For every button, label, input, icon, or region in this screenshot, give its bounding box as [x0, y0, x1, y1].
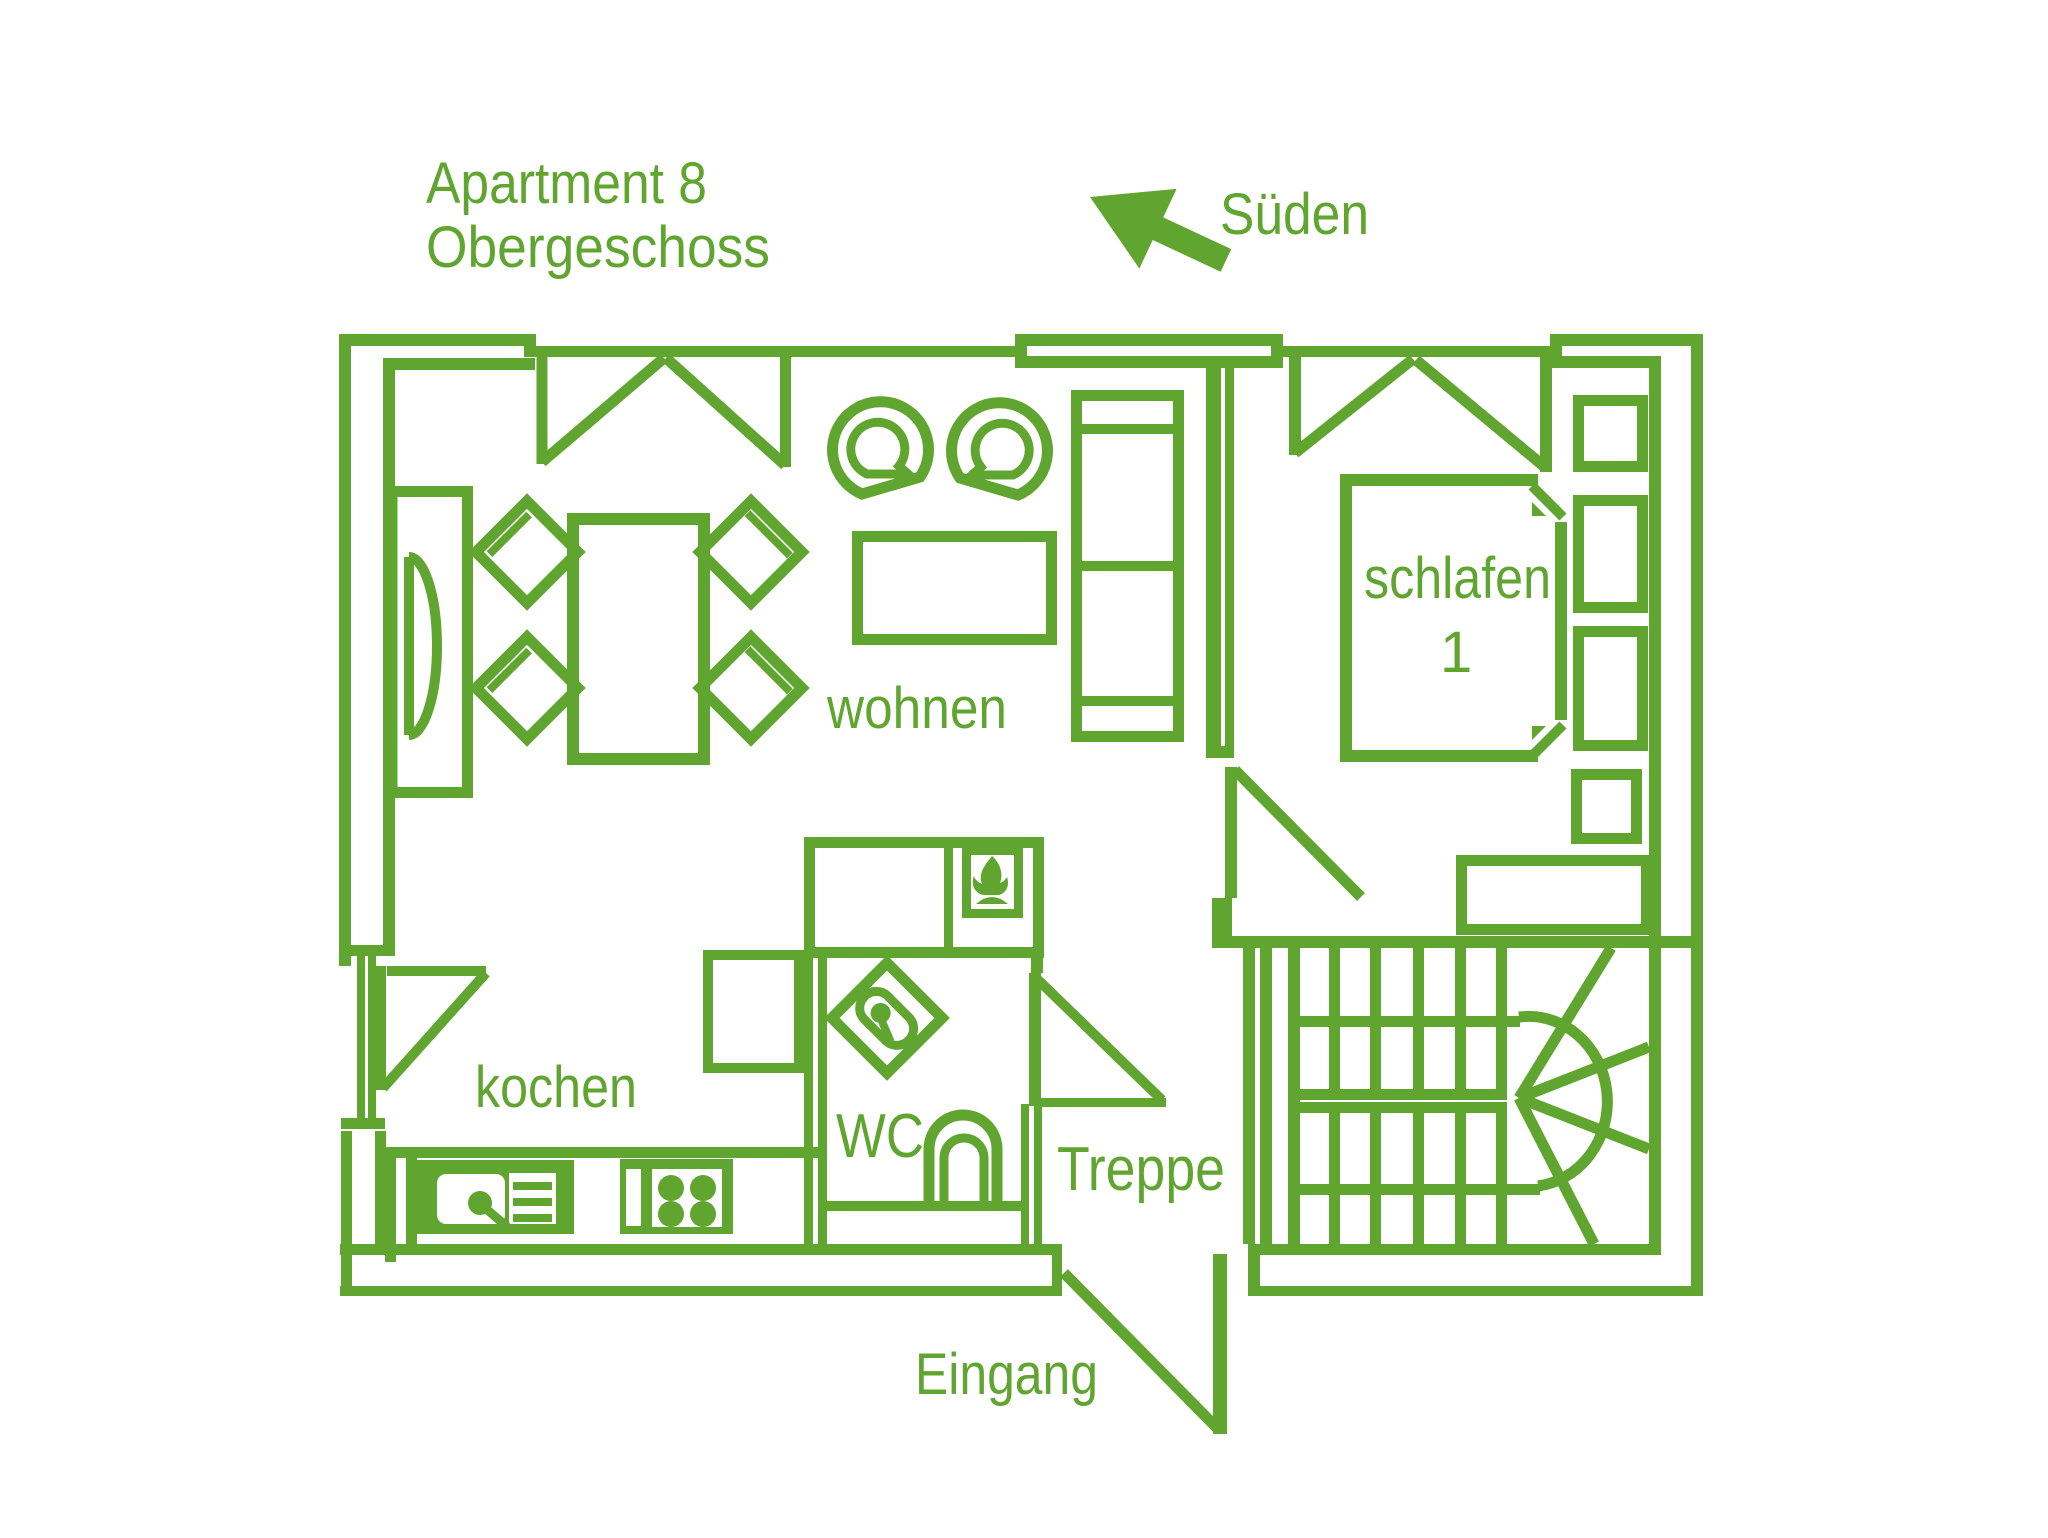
svg-text:Süden: Süden: [1220, 182, 1369, 247]
svg-text:kochen: kochen: [475, 1055, 637, 1120]
svg-text:Eingang: Eingang: [915, 1342, 1098, 1407]
svg-text:1: 1: [1440, 620, 1472, 685]
svg-text:Apartment 8: Apartment 8: [426, 151, 707, 216]
svg-text:Treppe: Treppe: [1057, 1135, 1225, 1204]
svg-text:WC: WC: [836, 1102, 924, 1171]
svg-text:Obergeschoss: Obergeschoss: [426, 215, 770, 280]
svg-text:schlafen: schlafen: [1364, 546, 1551, 611]
svg-text:wohnen: wohnen: [826, 676, 1007, 741]
